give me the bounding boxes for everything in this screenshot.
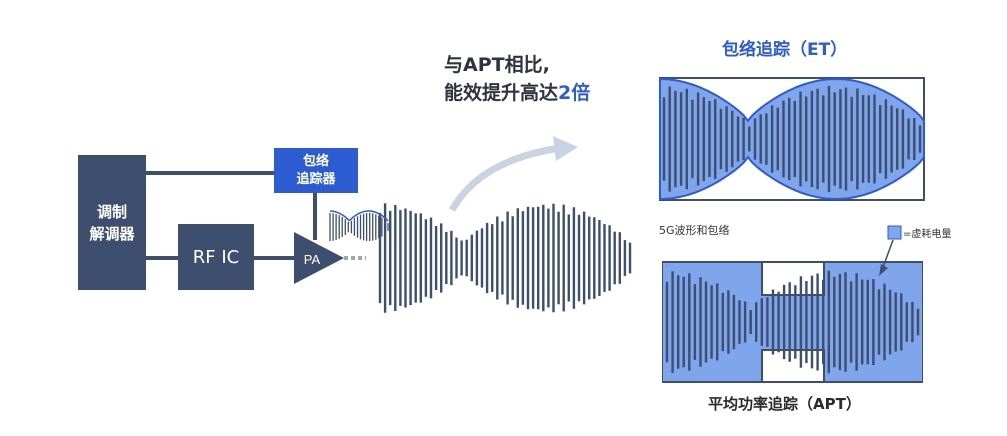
headline-line2-prefix: 能效提升高达 — [444, 82, 559, 104]
legend-label: =虚耗电量 — [903, 229, 952, 240]
pa-amplifier-icon — [294, 232, 344, 284]
output-waveform-bars — [378, 203, 632, 313]
rfic-label: RF IC — [192, 246, 240, 268]
pa-input-waveform — [329, 210, 389, 241]
wire-modem-to-tracker — [146, 171, 274, 175]
apt-waveform-bars — [665, 270, 920, 374]
et-waveform-bars — [662, 85, 922, 193]
wire-modem-to-rfic — [146, 256, 178, 260]
apt-caption-5g: 5G波形和包络 — [659, 224, 730, 237]
legend-swatch — [887, 225, 902, 240]
efficiency-arrow-icon — [448, 144, 561, 212]
apt-panel-title: 平均功率追踪（APT） — [708, 395, 861, 413]
et-panel-title: 包络追踪（ET） — [722, 40, 848, 60]
envelope-tracker-block: 包络 追踪器 — [274, 148, 358, 193]
pa-label: PA — [304, 252, 321, 267]
modem-label-line1: 调制 — [96, 202, 127, 221]
wire-rfic-to-pa — [254, 256, 296, 260]
tracker-label-line1: 包络 — [302, 153, 329, 169]
small-waveform-envelope — [329, 210, 389, 222]
modem-block: 调制 解调器 — [78, 155, 146, 290]
apt-wasted-power-shape — [663, 262, 922, 382]
headline-line1: 与APT相比, — [444, 54, 550, 76]
rfic-block: RF IC — [178, 224, 254, 290]
et-envelope-shape — [659, 77, 925, 201]
efficiency-arrow-head-icon — [553, 136, 578, 161]
modem-label-line2: 解调器 — [89, 224, 135, 243]
wire-tracker-to-pa — [313, 193, 317, 240]
legend-pointer-head-icon — [879, 264, 888, 276]
legend-pointer — [881, 239, 894, 271]
headline-highlight: 2倍 — [558, 82, 591, 104]
headline-line2: 能效提升高达2倍 — [444, 78, 590, 105]
apt-envelope-outline — [663, 261, 922, 383]
tracker-label-line2: 追踪器 — [296, 171, 336, 187]
